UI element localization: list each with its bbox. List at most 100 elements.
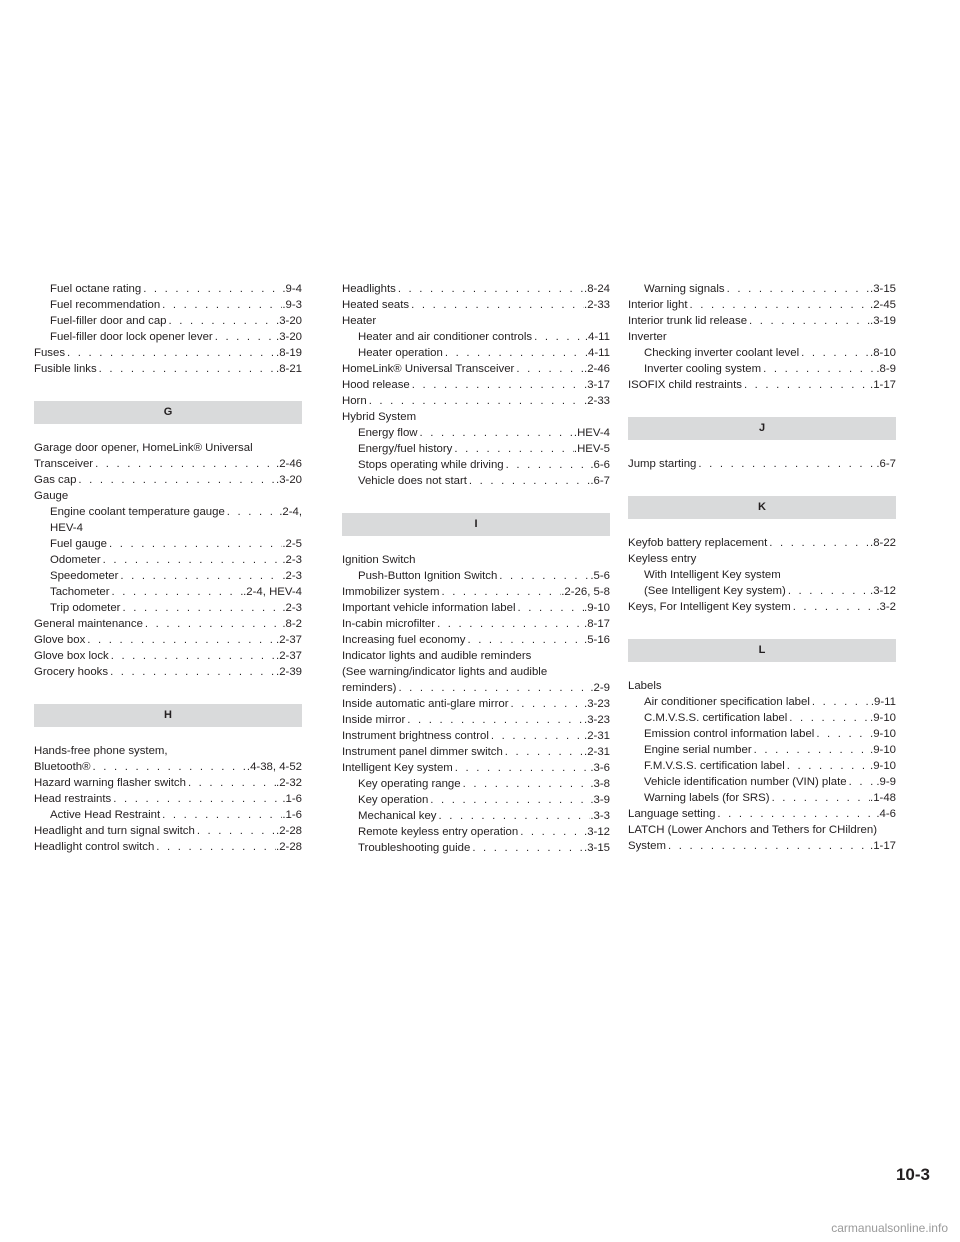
page-reference: .9-4 <box>282 283 302 295</box>
index-subentry: Odometer.2-3 <box>34 552 302 568</box>
entry-text: Interior trunk lid release <box>628 315 748 327</box>
entry-text: Trip odometer <box>50 602 121 614</box>
entry-text: Glove box <box>34 634 86 646</box>
page-reference: .2-3 <box>282 554 302 566</box>
entry-text: Head restraints <box>34 793 112 805</box>
dot-leader <box>443 345 585 361</box>
entry-text: In-cabin microfilter <box>342 618 436 630</box>
index-entry: Gauge <box>34 488 302 504</box>
dot-leader <box>93 456 276 472</box>
dot-leader <box>742 377 870 393</box>
page-reference: .3-17 <box>584 379 610 391</box>
entry-text: Important vehicle information label <box>342 602 516 614</box>
index-entry: Bluetooth®.4-38, 4-52 <box>34 759 302 775</box>
index-entry: Intelligent Key system.3-6 <box>342 760 610 776</box>
entry-text: Tachometer <box>50 586 110 598</box>
index-entry: Gas cap.3-20 <box>34 472 302 488</box>
dot-leader <box>167 313 277 329</box>
index-entry: reminders).2-9 <box>342 680 610 696</box>
entry-text: Interior light <box>628 299 688 311</box>
dot-leader <box>504 457 591 473</box>
page-reference: .5-16 <box>584 634 610 646</box>
index-subentry: Key operating range.3-8 <box>342 776 610 792</box>
dot-leader <box>118 568 282 584</box>
page-reference: .9-3 <box>282 299 302 311</box>
entry-text: Keyfob battery replacement <box>628 537 768 549</box>
page-reference: .2-39 <box>276 666 302 678</box>
index-entry: Glove box lock.2-37 <box>34 648 302 664</box>
entry-text: Active Head Restraint <box>50 809 161 821</box>
dot-leader <box>725 281 870 297</box>
page-reference: .2-3 <box>282 602 302 614</box>
index-subentry: Active Head Restraint .1-6 <box>34 807 302 823</box>
page-reference: .2-28 <box>276 825 302 837</box>
page-reference: .3-2 <box>876 601 896 613</box>
index-entry: Hood release .3-17 <box>342 377 610 393</box>
entry-text: Gas cap <box>34 474 77 486</box>
index-entry: Fusible links.8-21 <box>34 361 302 377</box>
entry-text: Inverter <box>628 331 667 343</box>
index-entry: Horn.2-33 <box>342 393 610 409</box>
index-subentry: C.M.V.S.S. certification label.9-10 <box>628 710 896 726</box>
index-entry: Headlight control switch.2-28 <box>34 839 302 855</box>
dot-leader <box>453 760 591 776</box>
entry-text: Bluetooth® <box>34 761 91 773</box>
index-subentry: F.M.V.S.S. certification label.9-10 <box>628 758 896 774</box>
entry-text: Intelligent Key system <box>342 762 453 774</box>
entry-text: Jump starting <box>628 458 697 470</box>
index-subentry: Fuel-filler door and cap.3-20 <box>34 313 302 329</box>
entry-text: Push-Button Ignition Switch <box>358 570 498 582</box>
index-subentry: Troubleshooting guide.3-15 <box>342 840 610 856</box>
index-subentry: Remote keyless entry operation.3-12 <box>342 824 610 840</box>
index-subentry: Inverter cooling system.8-9 <box>628 361 896 377</box>
entry-text: Hazard warning flasher switch <box>34 777 186 789</box>
index-entry: System.1-17 <box>628 838 896 854</box>
dot-leader <box>752 742 870 758</box>
dot-leader <box>97 361 276 377</box>
section-letter-header: L <box>628 639 896 662</box>
index-entry: Inverter <box>628 329 896 345</box>
entry-text: Warning labels (for SRS) <box>644 792 770 804</box>
dot-leader <box>101 552 283 568</box>
page-reference: .4-6 <box>876 808 896 820</box>
page-reference: .3-23 <box>584 698 610 710</box>
dot-leader <box>814 726 870 742</box>
dot-leader <box>489 728 584 744</box>
index-subentry: Fuel recommendation.9-3 <box>34 297 302 313</box>
page-reference: .6-7 <box>876 458 896 470</box>
entry-text: Heater operation <box>358 347 443 359</box>
index-subentry: Key operation.3-9 <box>342 792 610 808</box>
index-entry: Garage door opener, HomeLink® Universal <box>34 440 302 456</box>
entry-text: Immobilizer system <box>342 586 440 598</box>
dot-leader <box>518 824 584 840</box>
index-entry: Head restraints.1-6 <box>34 791 302 807</box>
index-entry: Interior light.2-45 <box>628 297 896 313</box>
index-subentry: (See Intelligent Key system).3-12 <box>628 583 896 599</box>
page-reference: .4-11 <box>584 331 610 343</box>
entry-text: Labels <box>628 680 662 692</box>
entry-text: Engine coolant temperature gauge <box>50 506 225 518</box>
entry-text: C.M.V.S.S. certification label <box>644 712 788 724</box>
page-reference: .2-31 <box>584 730 610 742</box>
index-subentry: Emission control information label.9-10 <box>628 726 896 742</box>
page-reference: .2-4, HEV-4 <box>243 586 302 598</box>
page-reference: .1-6 <box>282 809 302 821</box>
entry-text: LATCH (Lower Anchors and Tethers for CHi… <box>628 824 878 836</box>
dot-leader <box>465 632 584 648</box>
dot-leader <box>396 281 584 297</box>
dot-leader <box>396 680 590 696</box>
dot-leader <box>195 823 276 839</box>
index-entry: In-cabin microfilter.8-17 <box>342 616 610 632</box>
dot-leader <box>85 632 276 648</box>
entry-text: Hood release <box>342 379 410 391</box>
index-entry: Instrument brightness control.2-31 <box>342 728 610 744</box>
page-reference: .2-5 <box>282 538 302 550</box>
index-subentry: Push-Button Ignition Switch.5-6 <box>342 568 610 584</box>
index-entry: Hands-free phone system, <box>34 743 302 759</box>
section-letter-header: I <box>342 513 610 536</box>
index-entry: Immobilizer system.2-26, 5-8 <box>342 584 610 600</box>
dot-leader <box>787 710 870 726</box>
dot-leader <box>225 504 279 520</box>
index-entry: Headlights.8-24 <box>342 281 610 297</box>
